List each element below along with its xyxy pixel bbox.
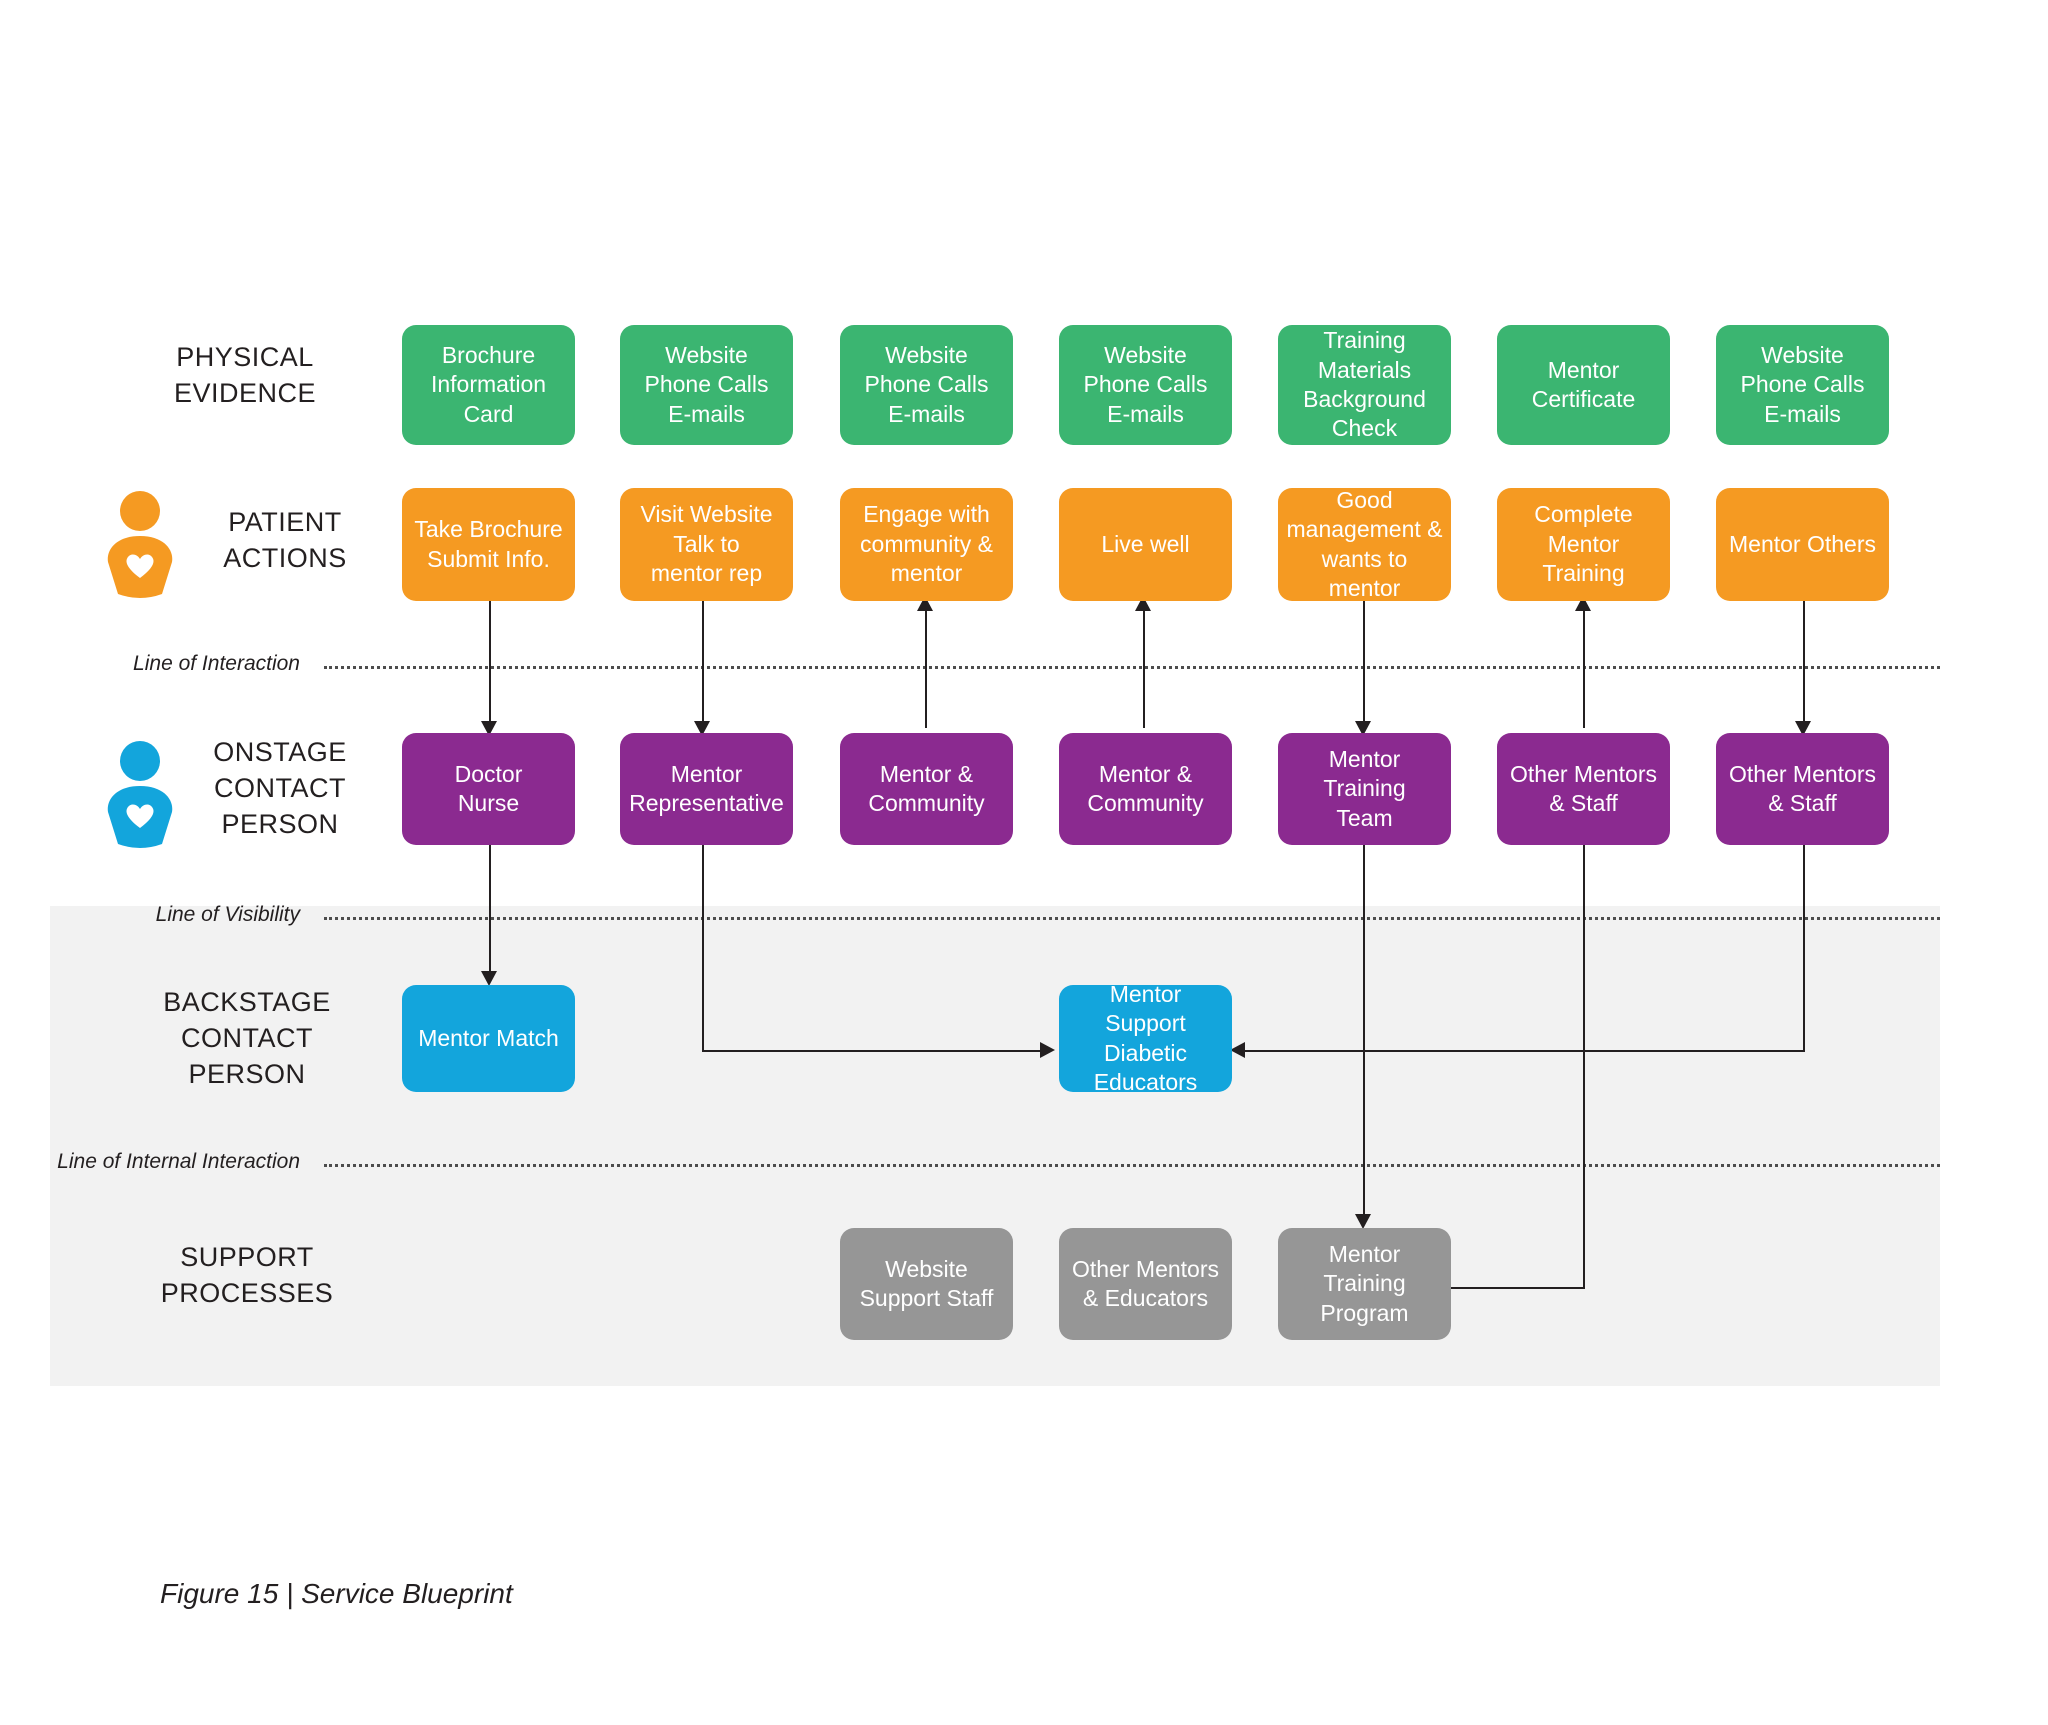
- onstage-contact-node[interactable]: Mentor & Community: [1059, 733, 1232, 845]
- physical-evidence-node[interactable]: Mentor Certificate: [1497, 325, 1670, 445]
- row-label-patient-actions: PATIENT ACTIONS: [223, 507, 347, 573]
- arrowhead-mentor-support-left-in: [1040, 1042, 1055, 1058]
- arrowhead-mentor-training-program-top: [1355, 1214, 1371, 1229]
- person-heart-icon: [98, 740, 183, 850]
- connector-col4-onstage-to-actions: [1143, 606, 1145, 728]
- connector-col6-onstage-to-support-vertical: [1583, 845, 1585, 1288]
- connector-col7-actions-to-onstage: [1803, 601, 1805, 727]
- onstage-contact-node[interactable]: Mentor & Community: [840, 733, 1013, 845]
- connector-col2-onstage-to-backstage-vertical: [702, 845, 704, 1051]
- connector-col5-onstage-to-support: [1363, 845, 1365, 1220]
- line-of-internal-interaction: [324, 1164, 1940, 1167]
- onstage-contact-node[interactable]: Mentor Representative: [620, 733, 793, 845]
- backstage-contact-node[interactable]: Mentor Match: [402, 985, 575, 1092]
- row-label-onstage-contact-person: ONSTAGE CONTACT PERSON: [213, 737, 347, 839]
- person-heart-icon: [98, 490, 183, 600]
- row-label-physical-evidence: PHYSICAL EVIDENCE: [173, 342, 317, 408]
- onstage-contact-node[interactable]: Other Mentors & Staff: [1497, 733, 1670, 845]
- connector-col2-actions-to-onstage: [702, 601, 704, 727]
- physical-evidence-node[interactable]: Website Phone Calls E-mails: [1059, 325, 1232, 445]
- arrowhead-col2-down: [694, 721, 710, 736]
- physical-evidence-node[interactable]: Training Materials Background Check: [1278, 325, 1451, 445]
- row-label-support-processes: SUPPORT PROCESSES: [160, 1242, 334, 1308]
- patient-action-node[interactable]: Good management & wants to mentor: [1278, 487, 1451, 601]
- arrowhead-col1-backstage-down: [481, 971, 497, 986]
- line-of-visibility-label: Line of Visibility: [155, 903, 300, 926]
- physical-evidence-node[interactable]: Website Phone Calls E-mails: [620, 325, 793, 445]
- patient-action-node[interactable]: Complete Mentor Training: [1497, 488, 1670, 601]
- connector-col6-onstage-to-actions: [1583, 606, 1585, 728]
- connector-col7-onstage-to-backstage-vertical: [1803, 845, 1805, 1051]
- line-of-interaction: [324, 666, 1940, 669]
- patient-action-node[interactable]: Engage with community & mentor: [840, 488, 1013, 601]
- patient-action-node[interactable]: Take Brochure Submit Info.: [402, 488, 575, 601]
- support-process-node[interactable]: Mentor Training Program: [1278, 1228, 1451, 1340]
- connector-col3-onstage-to-actions: [925, 606, 927, 728]
- arrowhead-col5-down: [1355, 721, 1371, 736]
- patient-action-node[interactable]: Visit Website Talk to mentor rep: [620, 488, 793, 601]
- connector-col2-to-mentor-support-horizontal: [702, 1050, 1040, 1052]
- line-of-interaction-label: Line of Interaction: [133, 652, 300, 675]
- onstage-contact-node[interactable]: Other Mentors & Staff: [1716, 733, 1889, 845]
- line-of-internal-interaction-label: Line of Internal Interaction: [57, 1150, 300, 1173]
- line-of-visibility: [324, 917, 1940, 920]
- support-process-node[interactable]: Website Support Staff: [840, 1228, 1013, 1340]
- arrowhead-col1-down: [481, 721, 497, 736]
- connector-col1-actions-to-onstage: [489, 601, 491, 727]
- arrowhead-mentor-support-right-in: [1230, 1042, 1245, 1058]
- arrowhead-col7-down: [1795, 721, 1811, 736]
- support-process-node[interactable]: Other Mentors & Educators: [1059, 1228, 1232, 1340]
- patient-action-node[interactable]: Mentor Others: [1716, 488, 1889, 601]
- connector-col1-onstage-to-backstage: [489, 845, 491, 977]
- physical-evidence-node[interactable]: Brochure Information Card: [402, 325, 575, 445]
- connector-col5-actions-to-onstage: [1363, 601, 1365, 727]
- row-label-backstage-contact-person: BACKSTAGE CONTACT PERSON: [163, 987, 331, 1089]
- backstage-contact-node[interactable]: Mentor Support Diabetic Educators: [1059, 981, 1232, 1095]
- figure-caption: Figure 15 | Service Blueprint: [160, 1578, 513, 1609]
- onstage-contact-node[interactable]: Doctor Nurse: [402, 733, 575, 845]
- physical-evidence-node[interactable]: Website Phone Calls E-mails: [1716, 325, 1889, 445]
- patient-action-node[interactable]: Live well: [1059, 488, 1232, 601]
- physical-evidence-node[interactable]: Website Phone Calls E-mails: [840, 325, 1013, 445]
- connector-col7-to-mentor-support-horizontal: [1245, 1050, 1805, 1052]
- onstage-contact-node[interactable]: Mentor Training Team: [1278, 733, 1451, 845]
